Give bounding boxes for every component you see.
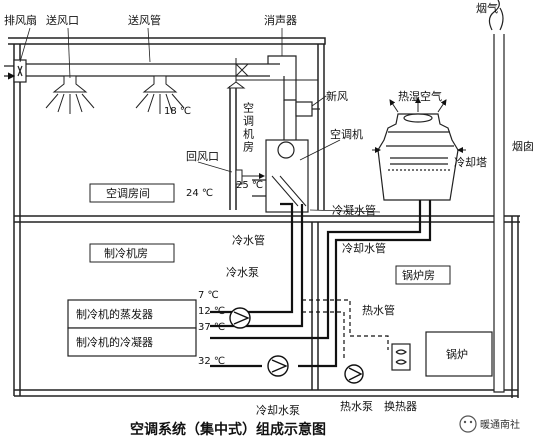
return-air-outlet [235,169,265,185]
diffuser-icon [45,75,246,114]
temp-evap-12: 12 ℃ [198,306,225,317]
temp-supply-air: 18 ℃ [164,106,191,117]
ac-unit [252,139,309,213]
label-fresh-air: 新风 [326,89,348,103]
label-supply-duct: 送风管 [128,13,161,27]
label-evaporator: 制冷机的蒸发器 [76,307,153,321]
label-exhaust-fan: 排风扇 [4,13,37,27]
label-cooling-water-pump: 冷却水泵 [256,404,300,417]
hot-water-pipe [302,299,389,360]
condenser-box [67,327,197,357]
diagram-caption: 空调系统（集中式）组成示意图 [130,421,326,438]
temp-evap-7: 7 ℃ [198,290,219,301]
leader-lines [19,27,381,213]
chiller-units [67,299,197,357]
building-outline [8,37,520,398]
temp-cond-37: 37 ℃ [198,322,225,333]
label-return-outlet: 回风口 [186,150,219,163]
wechat-icon [459,415,477,433]
temp-return-air: 25 ℃ [236,180,263,191]
boxed-labels: 空调房间 制冷机房 锅炉房 制冷机的蒸发器 制冷机的冷凝器 锅炉 [76,183,468,361]
label-flue-gas: 烟气 [476,1,498,15]
boiler [425,331,493,377]
fresh-air-intake [295,101,320,117]
label-condensate-pipe: 冷凝水管 [332,203,376,217]
label-cooling-water-pipe: 冷却水管 [342,241,386,255]
label-chiller-room: 制冷机房 [104,246,148,260]
label-condenser: 制冷机的冷凝器 [76,335,153,349]
label-boiler: 锅炉 [446,348,468,361]
fan-icon [4,59,27,82]
watermark-text: 暖通南社 [480,418,520,431]
temp-cond-32: 32 ℃ [198,356,225,367]
label-supply-outlet: 送风口 [46,13,79,27]
hot-humid-air-arrows [372,97,466,153]
evaporator-box [67,299,197,329]
cooling-tower [377,113,459,201]
temp-room: 24 ℃ [186,188,213,199]
label-ac-space: 空调房间 [106,186,150,200]
label-ac-unit: 空调机 [330,127,363,141]
label-heat-exchanger: 换热器 [384,399,417,413]
label-muffler: 消声器 [264,13,297,27]
chimney [488,0,505,393]
diagram-labels: 排风扇 送风口 送风管 消声器 烟气 新风 热湿空气 空调机 回风口 冷却塔 烟… [4,1,534,417]
label-chimney: 烟囱 [512,139,534,153]
label-hot-humid-air: 热湿空气 [398,89,442,103]
label-cooling-tower: 冷却塔 [454,156,487,169]
label-hot-water-pipe: 热水管 [362,303,395,317]
label-chilled-water-pipe: 冷水管 [232,233,265,247]
pump-icon [229,307,364,384]
label-chilled-water-pump: 冷水泵 [226,266,259,279]
label-boiler-room: 锅炉房 [402,269,435,282]
label-hot-water-pump: 热水泵 [340,400,373,413]
temperature-readings: 18 ℃ 24 ℃ 25 ℃ 7 ℃ 12 ℃ 37 ℃ 32 ℃ [164,106,263,367]
valve-icon [235,58,249,82]
heat-exchanger [391,343,411,371]
watermark: 暖通南社 [459,415,520,433]
label-ac-room: 空调机房 [242,101,255,154]
supply-duct [26,55,297,140]
